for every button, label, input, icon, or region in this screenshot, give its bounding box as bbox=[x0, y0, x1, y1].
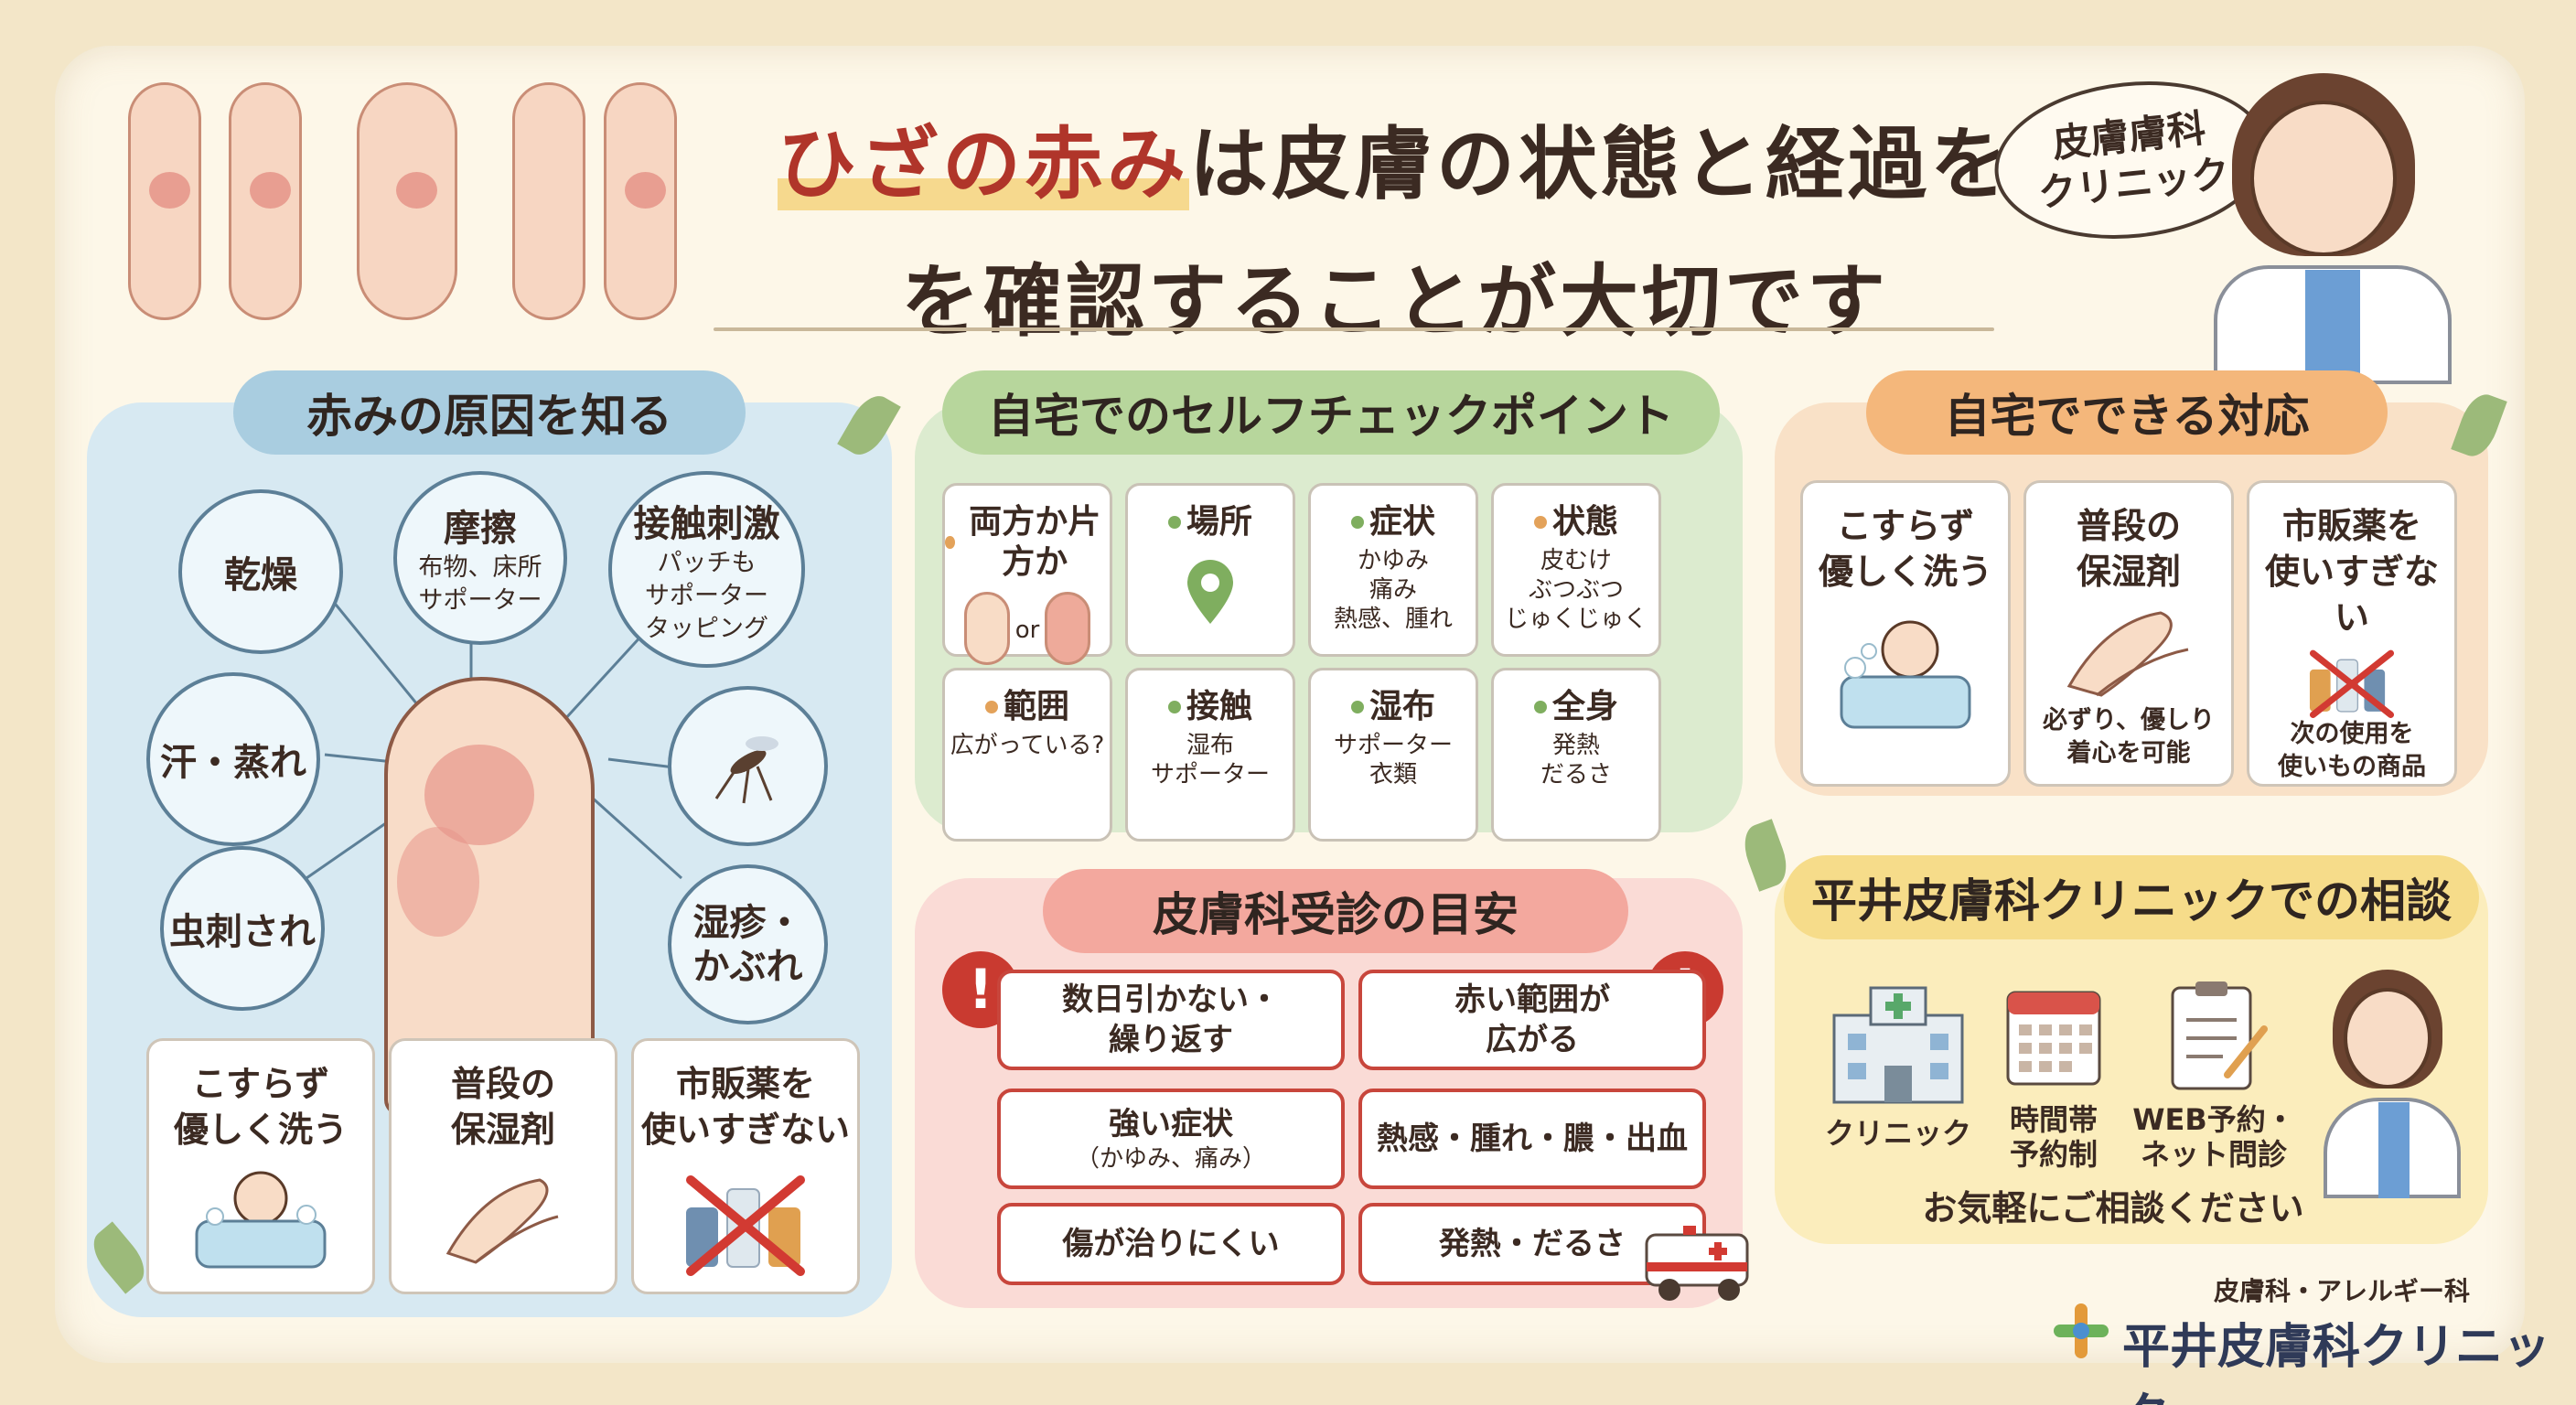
title-line2: を確認することが大切です bbox=[901, 256, 1889, 348]
visit-criterion: 傷が治りにくい bbox=[997, 1203, 1345, 1285]
care-card-wash: こすらず 優しく洗う bbox=[1800, 480, 2011, 787]
self-check-item: 場所 bbox=[1125, 483, 1295, 657]
page-title: ひざの赤みは皮膚の状態と経過を を確認することが大切です bbox=[732, 96, 2058, 370]
ambulance-icon bbox=[1645, 1226, 1749, 1301]
location-pin-icon bbox=[1187, 560, 1233, 624]
knee-image bbox=[604, 82, 677, 320]
self-check-item-title: 場所 bbox=[1186, 503, 1252, 541]
visit-criterion: 熱感・腫れ・膿・出血 bbox=[1358, 1089, 1706, 1189]
self-check-item: 範囲広がっている? bbox=[942, 668, 1112, 842]
self-check-item-title: 接触 bbox=[1186, 688, 1252, 725]
bath-icon bbox=[195, 1171, 327, 1269]
knee-image bbox=[229, 82, 302, 320]
title-highlight: ひざの赤み bbox=[778, 119, 1189, 210]
mosquito-icon bbox=[714, 735, 778, 803]
cause-card-otc-medicine: 市販薬を 使いすぎない bbox=[631, 1038, 860, 1294]
clinic-specialty: 皮膚科・アレルギー科 bbox=[2214, 1276, 2471, 1306]
home-care-title: 自宅でできる対応 bbox=[1866, 370, 2388, 455]
self-check-title: 自宅でのセルフチェックポイント bbox=[942, 370, 1720, 455]
cause-dryness: 乾燥 bbox=[178, 489, 343, 654]
causes-title: 赤みの原因を知る bbox=[233, 370, 746, 455]
knee-image bbox=[963, 592, 1010, 665]
cause-card-moisturizer: 普段の 保湿剤 bbox=[389, 1038, 617, 1294]
bullet-dot-icon bbox=[945, 536, 955, 549]
consult-appointment: 時間帯 予約制 bbox=[1985, 974, 2122, 1172]
self-check-item-title: 全身 bbox=[1551, 688, 1618, 725]
insect-illustration bbox=[668, 686, 828, 846]
bullet-dot-icon bbox=[1167, 516, 1181, 529]
self-check-item: 全身発熱 だるさ bbox=[1491, 668, 1661, 842]
self-check-item-title: 症状 bbox=[1368, 503, 1435, 541]
self-check-item-detail: 発熱 だるさ bbox=[1540, 732, 1612, 788]
knee-image bbox=[1045, 592, 1091, 665]
knee-illustrations bbox=[128, 82, 695, 329]
self-check-item: 湿布サポーター 衣類 bbox=[1308, 668, 1478, 842]
title-divider bbox=[714, 327, 1994, 331]
no-medicine-icon bbox=[686, 1175, 805, 1276]
calendar-icon bbox=[2006, 991, 2101, 1086]
self-check-item: 両方か片方か or bbox=[942, 483, 1112, 665]
bullet-dot-icon bbox=[1350, 516, 1364, 529]
consult-title: 平井皮膚科クリニックでの相談 bbox=[1784, 855, 2479, 939]
no-medicine-icon bbox=[2309, 649, 2395, 718]
hands-icon bbox=[2066, 611, 2189, 697]
bullet-dot-icon bbox=[1350, 701, 1364, 713]
clipboard-icon bbox=[2171, 981, 2268, 1090]
consult-web-reservation: WEB予約・ ネット問診 bbox=[2122, 974, 2305, 1172]
care-card-moisturizer: 普段の 保湿剤 必ずり、優しり 着心を可能 bbox=[2023, 480, 2234, 787]
hands-icon bbox=[445, 1178, 559, 1264]
bullet-dot-icon bbox=[984, 701, 998, 713]
cause-card-wash: こすらず 優しく洗う bbox=[146, 1038, 375, 1294]
self-check-item: 状態皮むけ ぶつぶつ じゅくじゅく bbox=[1491, 483, 1661, 657]
self-check-item-detail: 皮むけ ぶつぶつ じゅくじゅく bbox=[1504, 547, 1648, 633]
self-check-item-title: 状態 bbox=[1551, 503, 1618, 541]
bullet-dot-icon bbox=[1533, 516, 1547, 529]
self-check-item: 接触湿布 サポーター bbox=[1125, 668, 1295, 842]
knee-image bbox=[128, 82, 201, 320]
self-check-item-detail: 湿布 サポーター bbox=[1150, 732, 1270, 788]
knee-image bbox=[512, 82, 585, 320]
self-check-item-detail: or bbox=[1014, 617, 1040, 644]
consult-clinic: クリニック bbox=[1807, 979, 1990, 1151]
knee-image bbox=[357, 82, 457, 320]
bullet-dot-icon bbox=[1533, 701, 1547, 713]
cause-insect-bite: 虫刺され bbox=[160, 846, 325, 1011]
self-check-item-title: 範囲 bbox=[1003, 688, 1069, 725]
cause-eczema: 湿疹・ かぶれ bbox=[668, 864, 828, 1024]
cause-sweat: 汗・蒸れ bbox=[146, 672, 320, 846]
bath-icon bbox=[1840, 620, 1971, 729]
care-card-otc-medicine: 市販薬を 使いすぎない 次の使用を 使いもの商品 bbox=[2247, 480, 2457, 787]
self-check-item-detail: サポーター 衣類 bbox=[1333, 732, 1453, 788]
knee-compare: or bbox=[963, 592, 1091, 665]
visit-criterion: 数日引かない・ 繰り返す bbox=[997, 970, 1345, 1070]
self-check-item-detail: 広がっている? bbox=[950, 732, 1105, 759]
title-line1: は皮膚の状態と経過を bbox=[1189, 119, 2012, 210]
warning-icon: ! bbox=[942, 951, 1019, 1028]
self-check-item-title: 湿布 bbox=[1368, 688, 1435, 725]
bullet-dot-icon bbox=[1167, 701, 1181, 713]
self-check-item-title: 両方か片方か bbox=[969, 503, 1101, 581]
consult-note: お気軽にご相談ください bbox=[1922, 1188, 2304, 1228]
doctor-illustration bbox=[2177, 55, 2470, 384]
hospital-icon bbox=[1832, 986, 1964, 1104]
cause-contact-irritation: 接触刺激 パッチも サポーター タッピング bbox=[608, 471, 805, 668]
cause-friction: 摩擦 布物、床所 サポーター bbox=[393, 471, 567, 645]
self-check-item: 症状かゆみ 痛み 熱感、腫れ bbox=[1308, 483, 1478, 657]
clinic-logo-icon bbox=[2054, 1303, 2109, 1358]
doctor-illustration bbox=[2305, 960, 2470, 1198]
clinic-name: 平井皮膚科クリニック bbox=[2122, 1320, 2551, 1405]
self-check-item-detail: かゆみ 痛み 熱感、腫れ bbox=[1333, 547, 1453, 633]
visit-title: 皮膚科受診の目安 bbox=[1043, 869, 1628, 953]
visit-criterion: 赤い範囲が 広がる bbox=[1358, 970, 1706, 1070]
visit-criterion: 強い症状 （かゆみ、痛み） bbox=[997, 1089, 1345, 1189]
